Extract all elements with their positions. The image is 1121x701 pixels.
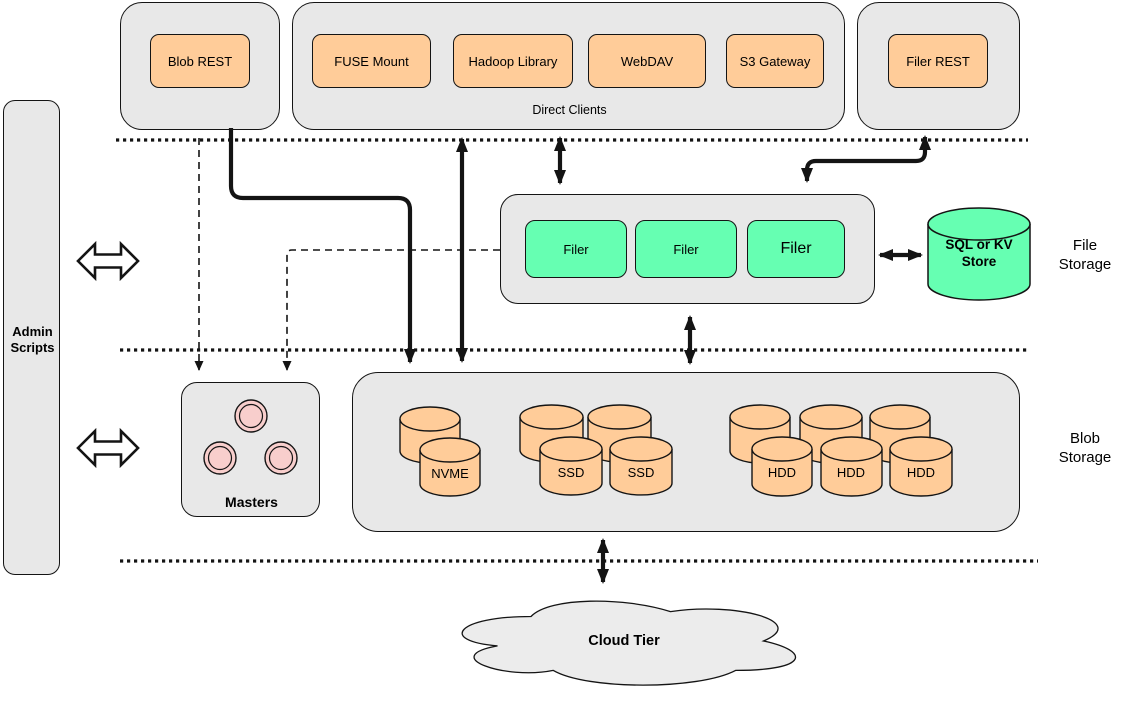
filer-node-2: Filer bbox=[635, 220, 737, 278]
filer-to-masters-dashed-arrow bbox=[282, 249, 500, 371]
filer-node-1-label: Filer bbox=[563, 241, 589, 257]
fuse-mount-node: FUSE Mount bbox=[312, 34, 431, 88]
cloud-tier-label: Cloud Tier bbox=[588, 633, 660, 649]
filer-rest-label: Filer REST bbox=[906, 53, 970, 69]
filer-rest-filer-arrow bbox=[801, 135, 931, 183]
masters-group: Masters bbox=[181, 382, 320, 517]
filer-node-3: Filer bbox=[747, 220, 845, 278]
filer-node-3-label: Filer bbox=[780, 240, 812, 257]
direct-clients-caption: Direct Clients bbox=[532, 103, 607, 117]
webdav-node: WebDAV bbox=[588, 34, 706, 88]
sql-kv-store-label: SQL or KV Store bbox=[945, 237, 1013, 269]
blob-storage-section-label: Blob Storage bbox=[1058, 430, 1112, 466]
webdav-label: WebDAV bbox=[620, 53, 674, 69]
hadoop-library-label: Hadoop Library bbox=[468, 53, 558, 69]
masters-label: Masters bbox=[225, 494, 278, 510]
file-storage-section-label: File Storage bbox=[1058, 237, 1112, 273]
filer-node-2-label: Filer bbox=[673, 241, 699, 257]
fuse-mount-label: FUSE Mount bbox=[334, 53, 409, 69]
s3-gateway-label: S3 Gateway bbox=[739, 53, 811, 69]
hadoop-library-node: Hadoop Library bbox=[453, 34, 573, 88]
blob-storage-group bbox=[352, 372, 1020, 532]
blob-rest-to-blob-storage-arrow bbox=[228, 128, 416, 364]
admin-scripts-panel: Admin Scripts bbox=[3, 100, 60, 575]
s3-gateway-node: S3 Gateway bbox=[726, 34, 824, 88]
admin-blob-tier-two-way-arrow bbox=[76, 427, 140, 469]
blob-rest-node: Blob REST bbox=[150, 34, 250, 88]
filer-node-1: Filer bbox=[525, 220, 627, 278]
filer-rest-node: Filer REST bbox=[888, 34, 988, 88]
blob-rest-label: Blob REST bbox=[167, 53, 233, 69]
admin-file-tier-two-way-arrow bbox=[76, 240, 140, 282]
admin-scripts-label: Admin Scripts bbox=[10, 324, 55, 355]
